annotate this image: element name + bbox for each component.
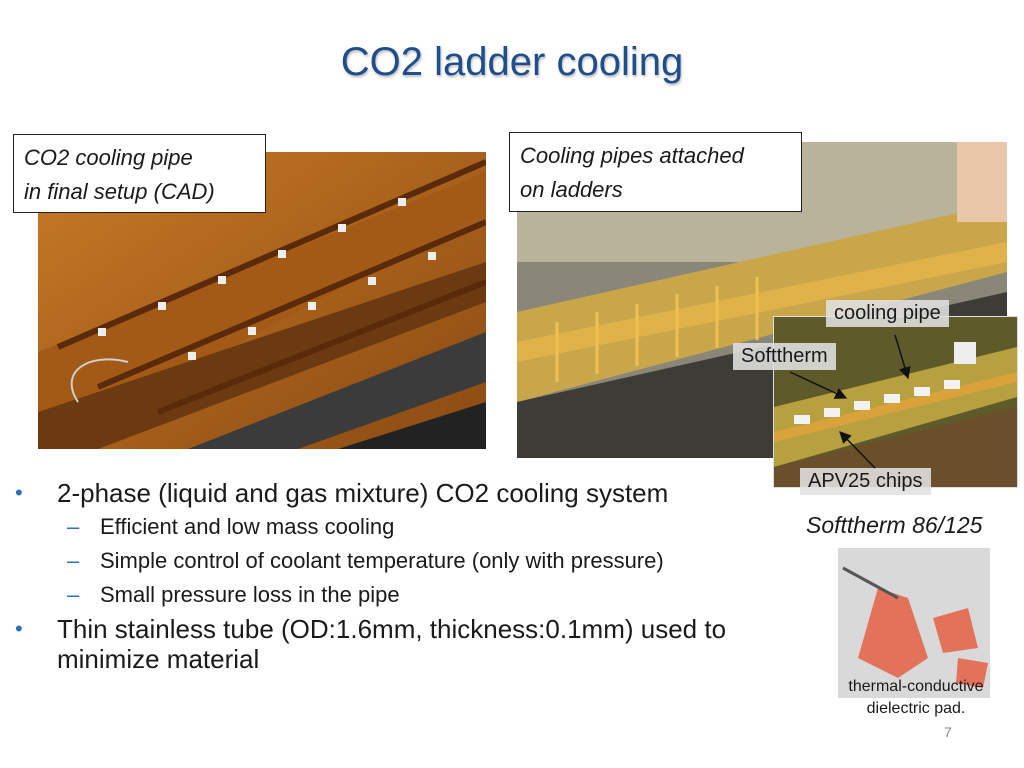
bullet-text: 2-phase (liquid and gas mixture) CO2 coo…: [57, 478, 669, 508]
bullet-item: • 2-phase (liquid and gas mixture) CO2 c…: [15, 478, 805, 508]
dash-marker: –: [67, 514, 80, 539]
ladders-caption-line-2: on ladders: [520, 177, 623, 202]
pad-description-line-1: thermal-conductive: [848, 678, 984, 695]
pad-description: thermal-conductive dielectric pad.: [830, 676, 1002, 720]
sub-bullet-text: Small pressure loss in the pipe: [100, 582, 400, 607]
bullet-list: • 2-phase (liquid and gas mixture) CO2 c…: [15, 478, 805, 676]
sub-bullet-list: – Efficient and low mass cooling – Simpl…: [15, 510, 805, 612]
softtherm-product-label: Softtherm 86/125: [806, 512, 983, 538]
sub-bullet-text: Efficient and low mass cooling: [100, 514, 395, 539]
cad-render-image: [38, 152, 486, 449]
bullet-item: • Thin stainless tube (OD:1.6mm, thickne…: [15, 614, 805, 674]
dash-marker: –: [67, 548, 80, 573]
thermal-pad-photo: [838, 548, 990, 698]
dash-marker: –: [67, 582, 80, 607]
ladders-caption-line-1: Cooling pipes attached: [520, 143, 744, 168]
bullet-text: Thin stainless tube (OD:1.6mm, thickness…: [57, 614, 727, 674]
bullet-marker: •: [15, 480, 23, 505]
ladders-photo: [517, 142, 1007, 458]
apv25-chips-label: APV25 chips: [800, 468, 931, 495]
pad-description-line-2: dielectric pad.: [866, 700, 966, 717]
page-number: 7: [944, 724, 952, 740]
cad-caption-line-1: CO2 cooling pipe: [24, 145, 193, 170]
ladders-caption: Cooling pipes attached on ladders: [509, 132, 802, 212]
sub-bullet-item: – Simple control of coolant temperature …: [15, 544, 805, 578]
sub-bullet-item: – Small pressure loss in the pipe: [15, 578, 805, 612]
cad-caption: CO2 cooling pipe in final setup (CAD): [13, 134, 266, 213]
softtherm-label: Softtherm: [733, 343, 836, 370]
sub-bullet-item: – Efficient and low mass cooling: [15, 510, 805, 544]
slide-title: CO2 ladder cooling: [340, 40, 684, 84]
cooling-pipe-label: cooling pipe: [826, 300, 949, 327]
bullet-marker: •: [15, 616, 23, 641]
sub-bullet-text: Simple control of coolant temperature (o…: [100, 548, 664, 573]
cad-caption-line-2: in final setup (CAD): [24, 179, 215, 204]
